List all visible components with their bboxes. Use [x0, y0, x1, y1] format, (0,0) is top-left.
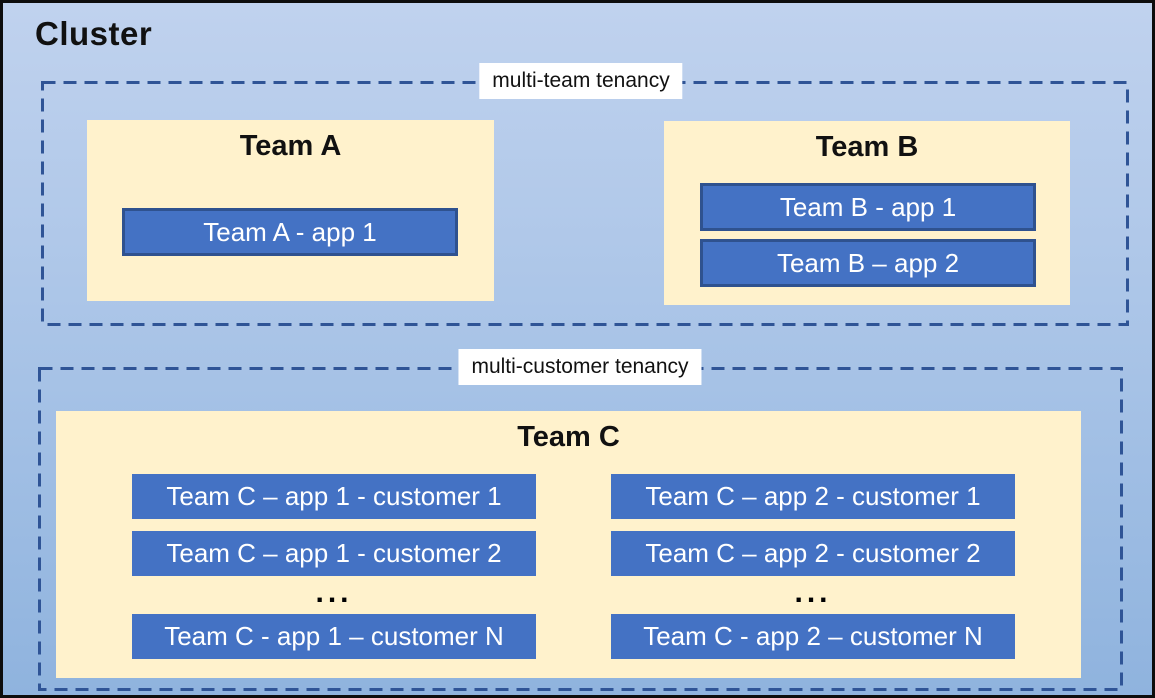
multi-customer-tenancy-label: multi-customer tenancy: [458, 349, 702, 386]
team-c-app2-customerN-box: Team C - app 2 – customer N: [611, 614, 1015, 659]
team-b-app-1-box: Team B - app 1: [700, 183, 1036, 231]
team-b-title: Team B: [815, 131, 919, 163]
team-c-app2-customer2-box: Team C – app 2 - customer 2: [611, 531, 1015, 576]
team-b-app-2-box: Team B – app 2: [700, 239, 1036, 287]
cluster-title: Cluster: [35, 15, 153, 52]
team-c-title: Team C: [517, 421, 620, 453]
team-c-app1-customerN-box: Team C - app 1 – customer N: [132, 614, 536, 659]
multi-team-tenancy-label: multi-team tenancy: [479, 63, 683, 100]
team-a-app-1-box: Team A - app 1: [122, 208, 458, 256]
multi-team-tenancy-group: [41, 81, 1129, 326]
team-a-title: Team A: [239, 130, 342, 162]
team-c-app2-ellipsis: ...: [794, 576, 832, 609]
multi-customer-tenancy-group: [38, 367, 1123, 691]
multi-team-dashed-border: [41, 81, 1129, 326]
team-c-app1-customer1-box: Team C – app 1 - customer 1: [132, 474, 536, 519]
team-c-app2-customer1-box: Team C – app 2 - customer 1: [611, 474, 1015, 519]
team-c-app1-ellipsis: ...: [315, 576, 353, 609]
multi-customer-dashed-border: [38, 367, 1123, 691]
team-c-app1-customer2-box: Team C – app 1 - customer 2: [132, 531, 536, 576]
